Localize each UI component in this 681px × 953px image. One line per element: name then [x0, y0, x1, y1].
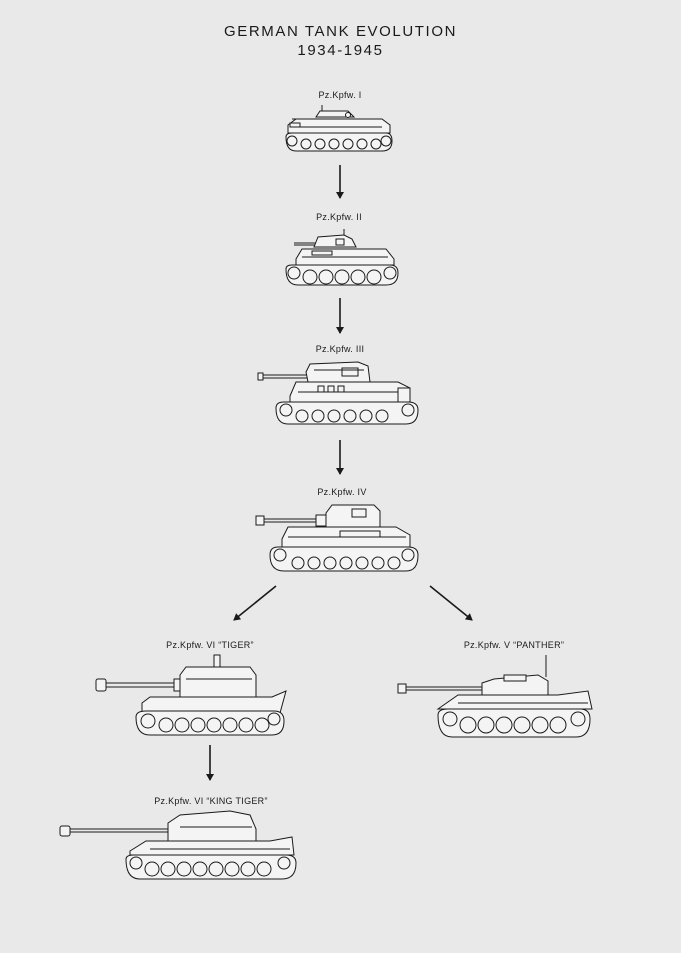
- arrow-4-to-panther: [429, 585, 473, 621]
- tank-drawing-pzkpfw-1: [282, 103, 396, 155]
- label-pzkpfw-6-tiger: Pz.Kpfw. VI “TIGER”: [166, 640, 254, 650]
- tank-drawing-pzkpfw-6-tiger: [96, 653, 286, 739]
- label-pzkpfw-6-king-tiger: Pz.Kpfw. VI “KING TIGER”: [154, 796, 268, 806]
- title-line: GERMAN TANK EVOLUTION: [223, 23, 458, 40]
- label-pzkpfw-5-panther: Pz.Kpfw. V “PANTHER”: [463, 640, 565, 650]
- tank-drawing-pzkpfw-3: [258, 358, 424, 428]
- tank-drawing-pzkpfw-5-panther: [398, 653, 594, 741]
- label-pzkpfw-2: Pz.Kpfw. II: [316, 212, 362, 222]
- arrow-4-to-tiger: [233, 585, 277, 621]
- label-pzkpfw-1: Pz.Kpfw. I: [318, 90, 362, 100]
- subtitle-line: 1934-1945: [297, 42, 384, 59]
- label-pzkpfw-4: Pz.Kpfw. IV: [317, 487, 367, 497]
- label-pzkpfw-3: Pz.Kpfw. III: [315, 344, 365, 354]
- page-title: GERMAN TANK EVOLUTION 1934-1945: [0, 22, 681, 60]
- tank-drawing-pzkpfw-2: [282, 225, 400, 289]
- tank-drawing-pzkpfw-6-king-tiger: [60, 809, 296, 883]
- tank-drawing-pzkpfw-4: [256, 501, 424, 577]
